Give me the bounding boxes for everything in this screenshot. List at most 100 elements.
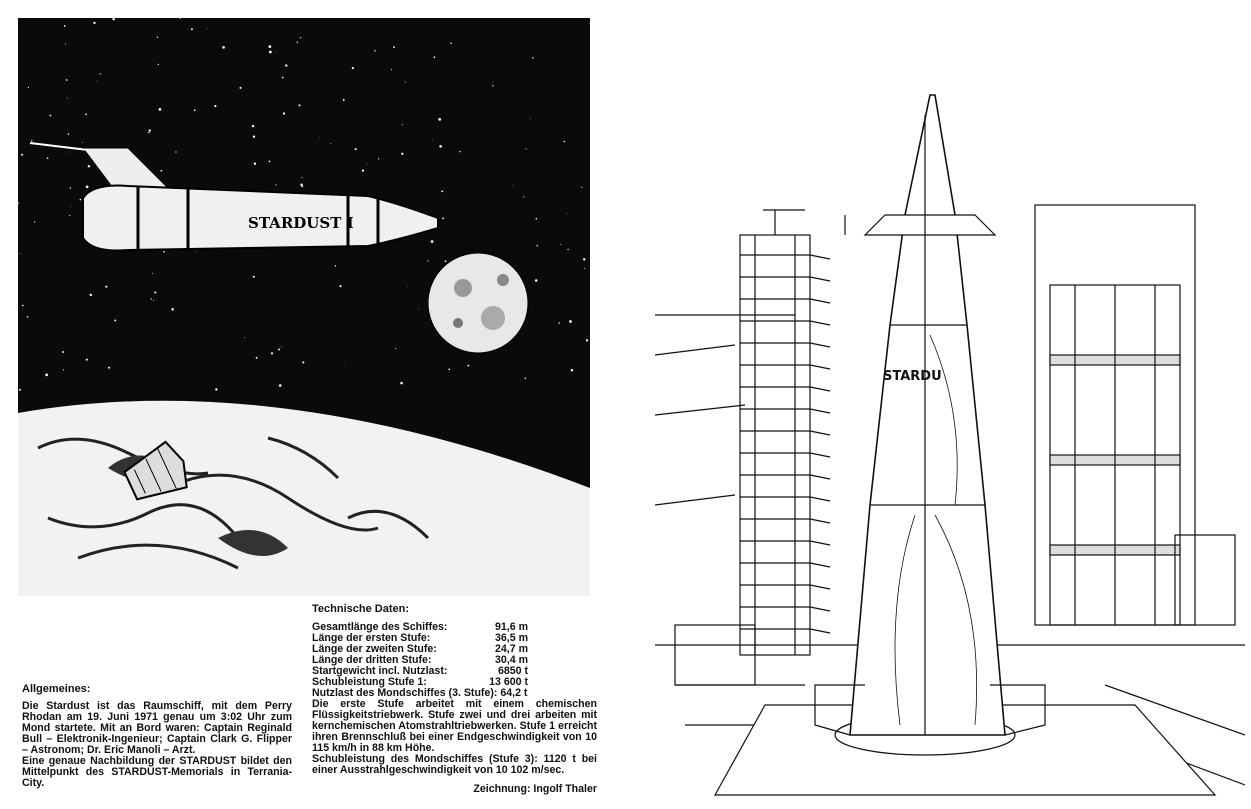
tech-row: Länge der dritten Stufe:30,4 m [312, 655, 597, 666]
service-tower [739, 209, 846, 656]
star [342, 98, 345, 101]
launch-site-illustration: STARDU [655, 94, 1245, 796]
star [532, 57, 534, 59]
tech-heading: Technische Daten: [312, 603, 409, 615]
star [163, 251, 165, 253]
star [22, 304, 24, 307]
star [334, 265, 337, 267]
tech-row: Gesamtlänge des Schiffes:91,6 m [312, 622, 597, 633]
tech-row: Startgewicht incl. Nutzlast:6850 t [312, 666, 597, 677]
star [206, 28, 208, 29]
star [438, 118, 442, 121]
stars [18, 18, 590, 391]
star [27, 86, 30, 89]
star [444, 260, 447, 263]
star [215, 388, 218, 391]
star [275, 51, 276, 53]
star [49, 114, 52, 117]
star [300, 183, 303, 186]
star [343, 364, 345, 366]
star [374, 50, 376, 52]
star [19, 253, 21, 254]
star [450, 42, 452, 45]
star [282, 112, 286, 115]
stardust-ship: STARDUST I [29, 142, 439, 252]
star [69, 214, 71, 217]
star [31, 140, 33, 142]
star [514, 266, 516, 267]
star [330, 143, 332, 145]
star [158, 108, 162, 111]
star [433, 56, 436, 59]
star [523, 196, 525, 198]
star [222, 46, 225, 49]
tower-floor [740, 584, 831, 590]
star [252, 135, 256, 138]
tower-floor [740, 562, 831, 568]
background-city [655, 314, 795, 506]
star [390, 69, 392, 71]
star [427, 260, 429, 262]
star [530, 118, 531, 119]
star [148, 131, 150, 134]
star [278, 348, 280, 351]
rocket: STARDU [814, 94, 1046, 736]
star [160, 169, 163, 172]
star [366, 163, 368, 165]
star [68, 151, 70, 153]
tech-label: Länge der dritten Stufe: [312, 654, 432, 666]
star [393, 46, 395, 48]
star [33, 221, 36, 223]
star [255, 356, 258, 359]
star [251, 124, 255, 128]
tower-floor [740, 254, 831, 260]
tech-value: 36,5 m [495, 632, 528, 644]
star [298, 104, 301, 107]
general-heading: Allgemeines: [22, 683, 91, 695]
star [171, 308, 174, 311]
star [459, 150, 461, 153]
tech-label: Startgewicht incl. Nutzlast: [312, 665, 448, 677]
tech-label: Länge der zweiten Stufe: [312, 643, 437, 655]
star [492, 85, 494, 87]
tech-value: 24,7 m [495, 643, 528, 655]
star [18, 202, 19, 204]
star [285, 64, 288, 67]
star [64, 43, 66, 45]
star [351, 67, 354, 70]
tower-floor [740, 408, 831, 414]
tech-value: 13 600 t [489, 676, 528, 688]
star [70, 205, 72, 207]
star [319, 137, 321, 138]
star [395, 347, 397, 349]
tower-floor [740, 364, 831, 370]
tower-floor [740, 606, 831, 612]
star [430, 240, 434, 243]
stardust-space-illustration: STARDUST I [18, 18, 590, 596]
star [89, 293, 93, 297]
tower-floor [740, 298, 831, 304]
general-section: Allgemeines: Die Stardust ist das Raumsc… [22, 684, 292, 789]
office-building [1034, 204, 1236, 626]
star [85, 185, 89, 189]
star [404, 81, 406, 83]
star [244, 337, 246, 338]
illustration-credit: Zeichnung: Ingolf Thaler [473, 783, 597, 795]
star [65, 79, 68, 81]
star [535, 217, 538, 220]
star [99, 73, 101, 75]
star [268, 50, 272, 54]
star [569, 320, 572, 323]
star [584, 267, 586, 269]
star [275, 184, 277, 186]
capsule [123, 440, 188, 501]
star [278, 384, 282, 387]
star [21, 153, 23, 156]
star [441, 190, 444, 193]
star [61, 351, 64, 353]
star [418, 308, 420, 310]
tower-floor [740, 386, 831, 392]
star [108, 366, 111, 369]
ship-name-label: STARDUST I [248, 214, 354, 232]
star [585, 339, 589, 342]
